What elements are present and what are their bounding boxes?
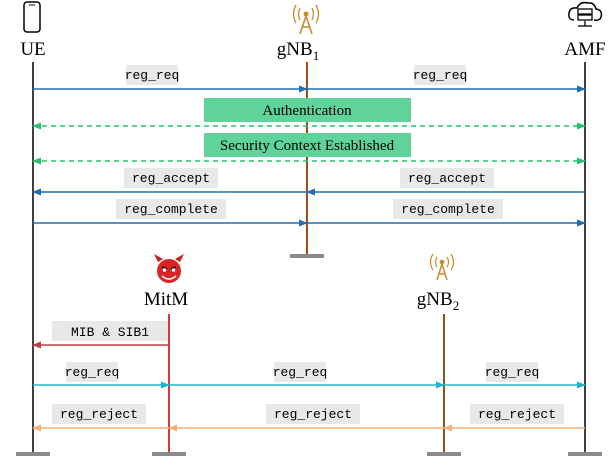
msg-label-bg xyxy=(66,362,118,382)
msg-reg-reject-1: reg_reject xyxy=(60,407,138,422)
msg-label-bg xyxy=(393,199,503,219)
security-context-label: Security Context Established xyxy=(220,138,395,154)
msg-label-bg xyxy=(274,362,326,382)
authentication-box xyxy=(204,98,411,122)
msg-mib-sib1: MIB & SIB1 xyxy=(71,325,149,340)
msg-reg-complete-1: reg_complete xyxy=(124,202,218,217)
phone-icon xyxy=(23,1,41,33)
amf-ground xyxy=(568,452,602,456)
msg-reg-reject-3: reg_reject xyxy=(478,407,556,422)
msg-label-bg xyxy=(116,199,226,219)
amf-label: AMF xyxy=(564,39,605,60)
msg-label-bg xyxy=(52,321,168,341)
antenna-tower-icon xyxy=(292,4,320,35)
msg-label-bg xyxy=(52,404,146,424)
ue-label: UE xyxy=(20,39,45,60)
security-context-box xyxy=(204,133,411,157)
msg-label-bg xyxy=(470,404,564,424)
msg-label-bg xyxy=(126,65,178,85)
antenna-tower-icon xyxy=(429,253,455,281)
msg-label-bg xyxy=(266,404,360,424)
server-cloud-icon xyxy=(568,1,603,27)
mitm-label: MitM xyxy=(144,289,188,310)
devil-icon xyxy=(154,254,184,283)
gnb1-ground xyxy=(290,254,324,258)
msg-reg-req-4: reg_req xyxy=(273,365,328,380)
msg-reg-req-5: reg_req xyxy=(485,365,540,380)
gnb2-label: gNB2 xyxy=(417,289,459,313)
gnb2-ground xyxy=(427,452,461,456)
msg-reg-reject-2: reg_reject xyxy=(274,407,352,422)
msg-label-bg xyxy=(486,362,538,382)
msg-reg-complete-2: reg_complete xyxy=(401,202,495,217)
gnb1-label: gNB1 xyxy=(277,39,319,63)
msg-label-bg xyxy=(414,65,466,85)
msg-reg-accept-2: reg_accept xyxy=(408,171,486,186)
msg-reg-req-3: reg_req xyxy=(65,365,120,380)
msg-label-bg xyxy=(400,168,494,188)
msg-reg-req-2: reg_req xyxy=(413,68,468,83)
msg-label-bg xyxy=(124,168,218,188)
mitm-ground xyxy=(152,452,186,456)
authentication-label: Authentication xyxy=(262,103,352,119)
msg-reg-accept-1: reg_accept xyxy=(132,171,210,186)
ue-ground xyxy=(16,452,50,456)
msg-reg-req-1: reg_req xyxy=(125,68,180,83)
